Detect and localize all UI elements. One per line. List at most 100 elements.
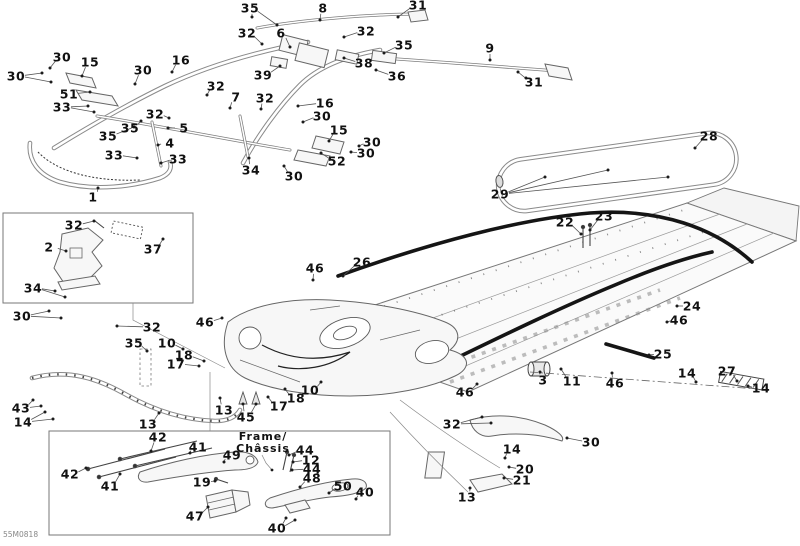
leader-line [184, 364, 200, 367]
part-callout: 46 [456, 385, 474, 400]
part-callout: 31 [525, 75, 543, 90]
part-callout: 32 [207, 79, 225, 94]
fastener-dot [291, 460, 295, 464]
fastener-dot [202, 359, 206, 363]
part-callout: 30 [53, 50, 71, 65]
fastener-dot [51, 417, 55, 421]
fastener-dot [170, 70, 174, 74]
fastener-dot [59, 316, 63, 320]
part-callout: 13 [458, 490, 476, 505]
leader-line [292, 460, 303, 463]
front-frame-assembly [27, 9, 573, 190]
fastener-dot [228, 106, 232, 110]
fastener-dot [157, 411, 161, 415]
leader-line [150, 442, 155, 452]
strip-25 [604, 342, 656, 360]
dashed-ref-box [139, 348, 152, 387]
part-callout: 40 [268, 521, 286, 536]
fastener-dot [666, 175, 670, 179]
bracket-20-21 [389, 399, 513, 493]
leader-line [30, 315, 62, 319]
part-callout: 39 [254, 68, 272, 83]
fastener-dot [80, 74, 84, 78]
leader-line [560, 368, 567, 377]
fastener-dot [132, 125, 136, 129]
leader-line [383, 46, 396, 54]
part-callout: 25 [654, 347, 672, 362]
fastener-dot [206, 505, 210, 509]
leader-lines [24, 7, 753, 526]
leader-line [70, 107, 95, 113]
frame-chassis-label-line1: Frame/ [239, 430, 288, 443]
fastener-dot [342, 35, 346, 39]
part-callout: 13 [139, 417, 157, 432]
fastener-dot [349, 150, 353, 154]
part-callout: 12 [302, 453, 320, 468]
part-callout: 33 [53, 100, 71, 115]
bracket-51 [75, 89, 119, 107]
part-callout: 30 [363, 135, 381, 150]
fastener-dot [559, 367, 563, 371]
rail-49 [137, 451, 259, 483]
fastener-dot [241, 402, 245, 406]
part-callout: 42 [149, 430, 167, 445]
part-callout: 52 [328, 154, 346, 169]
leader-line [254, 36, 263, 45]
part-callout: 1 [88, 190, 97, 205]
leader-line [30, 310, 50, 316]
bracket-2 [53, 227, 104, 287]
wear-bar-27 [718, 370, 765, 391]
fastener-dot [342, 56, 346, 60]
part-callout: 32 [65, 218, 83, 233]
part-callout: 41 [189, 440, 207, 455]
fastener-dot [43, 410, 47, 414]
leader-line [297, 103, 317, 107]
part-callout: 33 [105, 148, 123, 163]
fastener-dot [382, 51, 386, 55]
fastener-dot [247, 156, 251, 160]
fastener-dot [396, 15, 400, 19]
fastener-dot [319, 380, 323, 384]
bar8-end-bracket [407, 9, 429, 23]
fastener-dot [301, 120, 305, 124]
part-callout: 49 [223, 448, 241, 463]
part-callout: 30 [357, 146, 375, 161]
fastener-dot [167, 116, 171, 120]
fastener-dot [298, 485, 302, 489]
part-callout: 14 [14, 415, 32, 430]
fastener-dot [188, 451, 192, 455]
part-callout: 46 [670, 313, 688, 328]
fastener-dot [543, 175, 547, 179]
part-callout: 4 [165, 136, 174, 151]
fastener-dot [64, 249, 68, 253]
part-callout: 30 [13, 309, 31, 324]
fastener-dot [488, 58, 492, 62]
fastener-dot [47, 309, 51, 313]
fastener-dot [524, 76, 528, 80]
fastener-dot [259, 107, 263, 111]
part-callout: 7 [231, 90, 240, 105]
fastener-dot [374, 68, 378, 72]
part-callout: 35 [99, 129, 117, 144]
leader-line [508, 176, 546, 193]
part-callout: 42 [61, 467, 79, 482]
part-callout: 35 [241, 1, 259, 16]
fastener-dot [357, 144, 361, 148]
fastener-dot [48, 66, 52, 70]
fastener-dot [293, 518, 297, 522]
fastener-dot [489, 421, 493, 425]
leader-line [29, 405, 42, 408]
part-callout: 44 [296, 443, 314, 458]
fastener-dot [675, 304, 679, 308]
part-callout: 32 [357, 24, 375, 39]
fastener-dot [63, 295, 67, 299]
leader-line [257, 10, 278, 26]
bracket-15-right [311, 135, 345, 155]
leader-line [302, 117, 314, 123]
fastener-dot [694, 380, 698, 384]
fastener-dot [341, 274, 345, 278]
bracket-52 [293, 149, 331, 167]
leader-line [342, 265, 356, 277]
fastener-dot [115, 324, 119, 328]
